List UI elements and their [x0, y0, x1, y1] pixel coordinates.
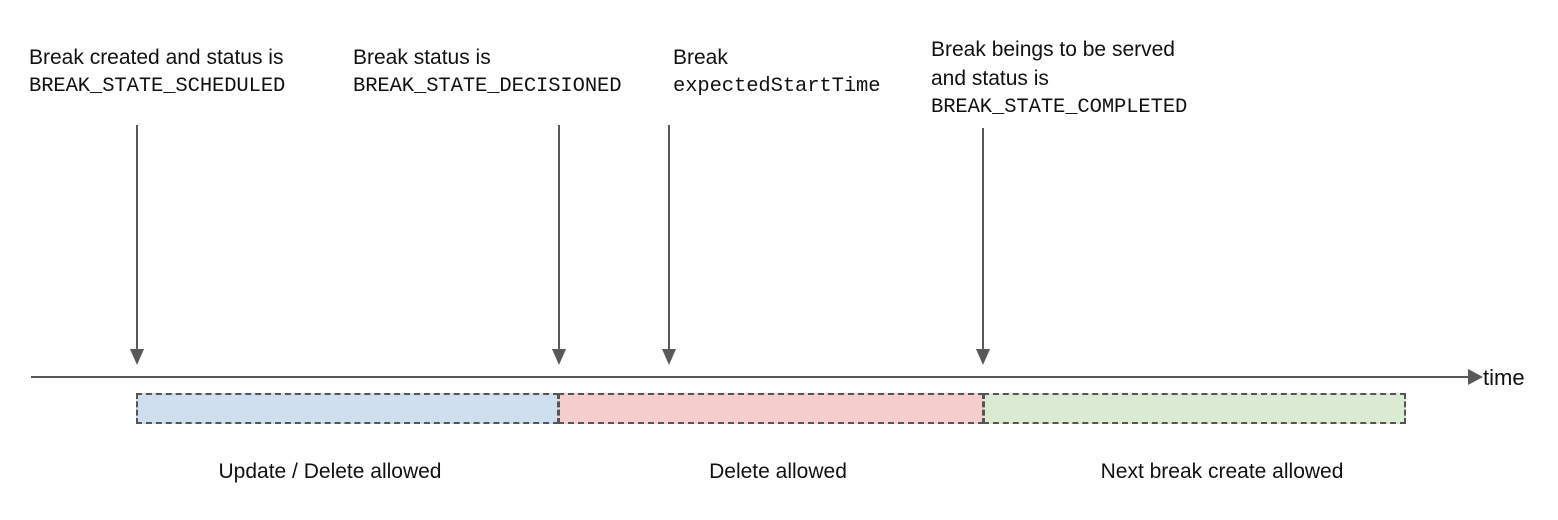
annotation-line-text: Break status is [353, 46, 491, 69]
annotation-line-code: BREAK_STATE_DECISIONED [353, 75, 622, 98]
annotation-line-text: Break created and status is [29, 46, 284, 69]
pointer-arrow-decisioned [550, 125, 568, 365]
arrow-stem [558, 125, 560, 350]
annotation-line-text: Break [673, 46, 728, 69]
pointer-arrow-completed [974, 128, 992, 365]
annotation-line-code: expectedStartTime [673, 75, 881, 98]
annotation-line-code: BREAK_STATE_SCHEDULED [29, 75, 286, 98]
annotation-label-scheduled: Break created and status is BREAK_STATE_… [29, 43, 285, 101]
phase-caption-delete-only: Delete allowed [709, 460, 847, 483]
axis-line [31, 376, 1470, 378]
arrow-head-icon [976, 349, 990, 365]
arrow-head-icon [552, 349, 566, 365]
phase-bar-update-delete [136, 393, 559, 424]
time-axis-label: time [1483, 365, 1525, 390]
axis-arrow-head-icon [1468, 369, 1483, 385]
arrow-head-icon [662, 349, 676, 365]
annotation-label-decisioned: Break status is BREAK_STATE_DECISIONED [353, 43, 622, 101]
annotation-label-expected-start: Break expectedStartTime [673, 43, 881, 101]
phase-bar-next-break [983, 393, 1406, 424]
arrow-stem [668, 125, 670, 350]
arrow-stem [982, 128, 984, 350]
phase-bar-delete-only [558, 393, 984, 424]
pointer-arrow-expected-start [660, 125, 678, 365]
time-axis [31, 369, 1483, 385]
phase-caption-update-delete: Update / Delete allowed [218, 460, 442, 483]
arrow-head-icon [130, 349, 144, 365]
annotation-line-text: Break beings to be served [931, 38, 1175, 61]
phase-caption-next-break: Next break create allowed [1100, 460, 1344, 483]
annotation-line-code: BREAK_STATE_COMPLETED [931, 96, 1188, 119]
arrow-stem [136, 125, 138, 350]
annotation-label-completed: Break beings to be served and status is … [931, 35, 1187, 122]
annotation-line-text: and status is [931, 67, 1049, 90]
pointer-arrow-scheduled [128, 125, 146, 365]
